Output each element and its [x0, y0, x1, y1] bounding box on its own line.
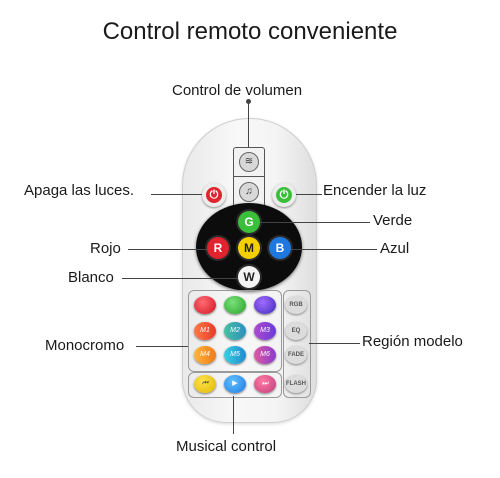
memory-key-6[interactable]: M6: [254, 346, 276, 364]
memory-key-5[interactable]: M5: [224, 346, 246, 364]
monochrome-panel: [188, 290, 282, 372]
violet-key[interactable]: [254, 296, 276, 314]
white-leader-line: [122, 278, 238, 279]
volume-up-button[interactable]: ≋: [239, 152, 259, 172]
music-panel: [188, 372, 282, 398]
music-label: Musical control: [176, 438, 277, 455]
mode-panel: [283, 290, 311, 398]
red-key[interactable]: [194, 296, 216, 314]
rgb-mode-button[interactable]: RGB: [285, 296, 307, 314]
red-button[interactable]: R: [207, 237, 229, 259]
memory-key-1[interactable]: M1: [194, 322, 216, 340]
volume-divider: [233, 176, 265, 177]
volume-label: Control de volumen: [172, 82, 303, 99]
power-off-button[interactable]: ⏻: [202, 183, 226, 207]
green-label: Verde: [373, 212, 413, 229]
mode-button[interactable]: M: [238, 237, 260, 259]
lights-off-leader-line: [151, 194, 202, 195]
volume-down-button[interactable]: ♫: [239, 182, 259, 202]
memory-key-2[interactable]: M2: [224, 322, 246, 340]
mode-region-leader-line: [309, 343, 360, 344]
fade-mode-button[interactable]: FADE: [285, 346, 307, 364]
volume-leader-dot: [246, 99, 251, 104]
green-key[interactable]: [224, 296, 246, 314]
music-key-3[interactable]: ⏭: [254, 375, 276, 393]
memory-key-3[interactable]: M3: [254, 322, 276, 340]
monochrome-leader-line: [136, 346, 188, 347]
lights-off-label: Apaga las luces.: [24, 182, 135, 199]
white-button[interactable]: W: [238, 266, 260, 288]
red-label: Rojo: [90, 240, 121, 257]
green-leader-line: [260, 222, 370, 223]
power-on-icon: ⏻: [276, 187, 292, 203]
music-key-2[interactable]: ▶: [224, 375, 246, 393]
page-title: Control remoto conveniente: [102, 18, 398, 45]
white-label: Blanco: [68, 269, 114, 286]
music-leader-line: [233, 396, 234, 434]
lights-on-label: Encender la luz: [323, 182, 427, 199]
blue-leader-line: [291, 249, 377, 250]
lights-on-leader-line: [296, 194, 322, 195]
volume-leader-line: [248, 102, 249, 147]
red-leader-line: [128, 249, 207, 250]
memory-key-4[interactable]: M4: [194, 346, 216, 364]
flash-mode-button[interactable]: FLASH: [285, 375, 307, 393]
monochrome-label: Monocromo: [45, 337, 125, 354]
eq-mode-button[interactable]: EQ: [285, 322, 307, 340]
blue-button[interactable]: B: [269, 237, 291, 259]
blue-label: Azul: [380, 240, 410, 257]
power-on-button[interactable]: ⏻: [272, 183, 296, 207]
mode-region-label: Región modelo: [362, 333, 463, 350]
music-key-1[interactable]: ⏮: [194, 375, 216, 393]
green-button[interactable]: G: [238, 211, 260, 233]
power-off-icon: ⏻: [206, 187, 222, 203]
